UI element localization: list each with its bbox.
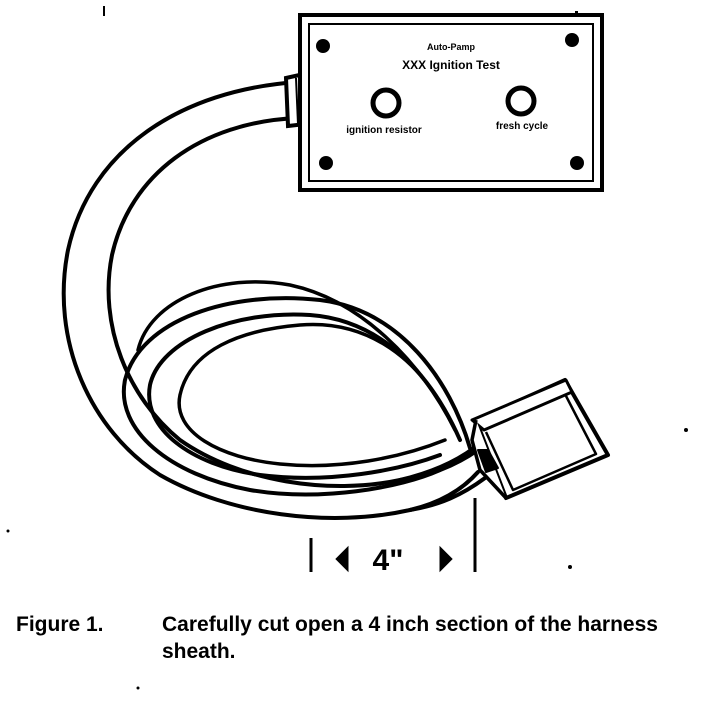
ignition-test-box: Auto-Pamp XXX Ignition Test ignition res… [298,13,604,192]
measurement-marker: 4" [309,498,477,577]
box-outer [298,13,604,192]
screw-icon [565,33,579,47]
scan-specks [6,6,688,690]
figure-caption: Carefully cut open a 4 inch section of t… [162,613,658,663]
connector-wedge [477,449,499,473]
connector-top-face [470,378,574,432]
harness-cable [61,80,487,520]
arrow-right-icon [439,545,453,573]
left-lamp-label: ignition resistor [346,125,422,136]
coil-loop-3 [136,280,457,432]
figure-label: Figure 1. [16,613,104,636]
screw-icon [316,39,330,53]
right-lamp-label: fresh cycle [496,121,549,132]
screw-icon [570,156,584,170]
measurement-label: 4" [373,544,404,577]
screw-icon [319,156,333,170]
box-title: XXX Ignition Test [402,58,500,72]
coil-loop-1 [121,296,472,497]
indicator-lamp-left [370,87,402,119]
box-inner [308,23,594,182]
arrow-left-icon [335,545,349,573]
indicator-lamp-right [505,85,537,117]
cable-end-bottom [408,476,487,512]
coil-loop-4 [177,322,452,468]
coil-loop-2 [147,312,462,480]
connector-inner-groove [484,395,598,492]
box-brand: Auto-Pamp [427,42,475,52]
connector-plug [470,378,610,500]
cable-end-top [398,448,480,482]
